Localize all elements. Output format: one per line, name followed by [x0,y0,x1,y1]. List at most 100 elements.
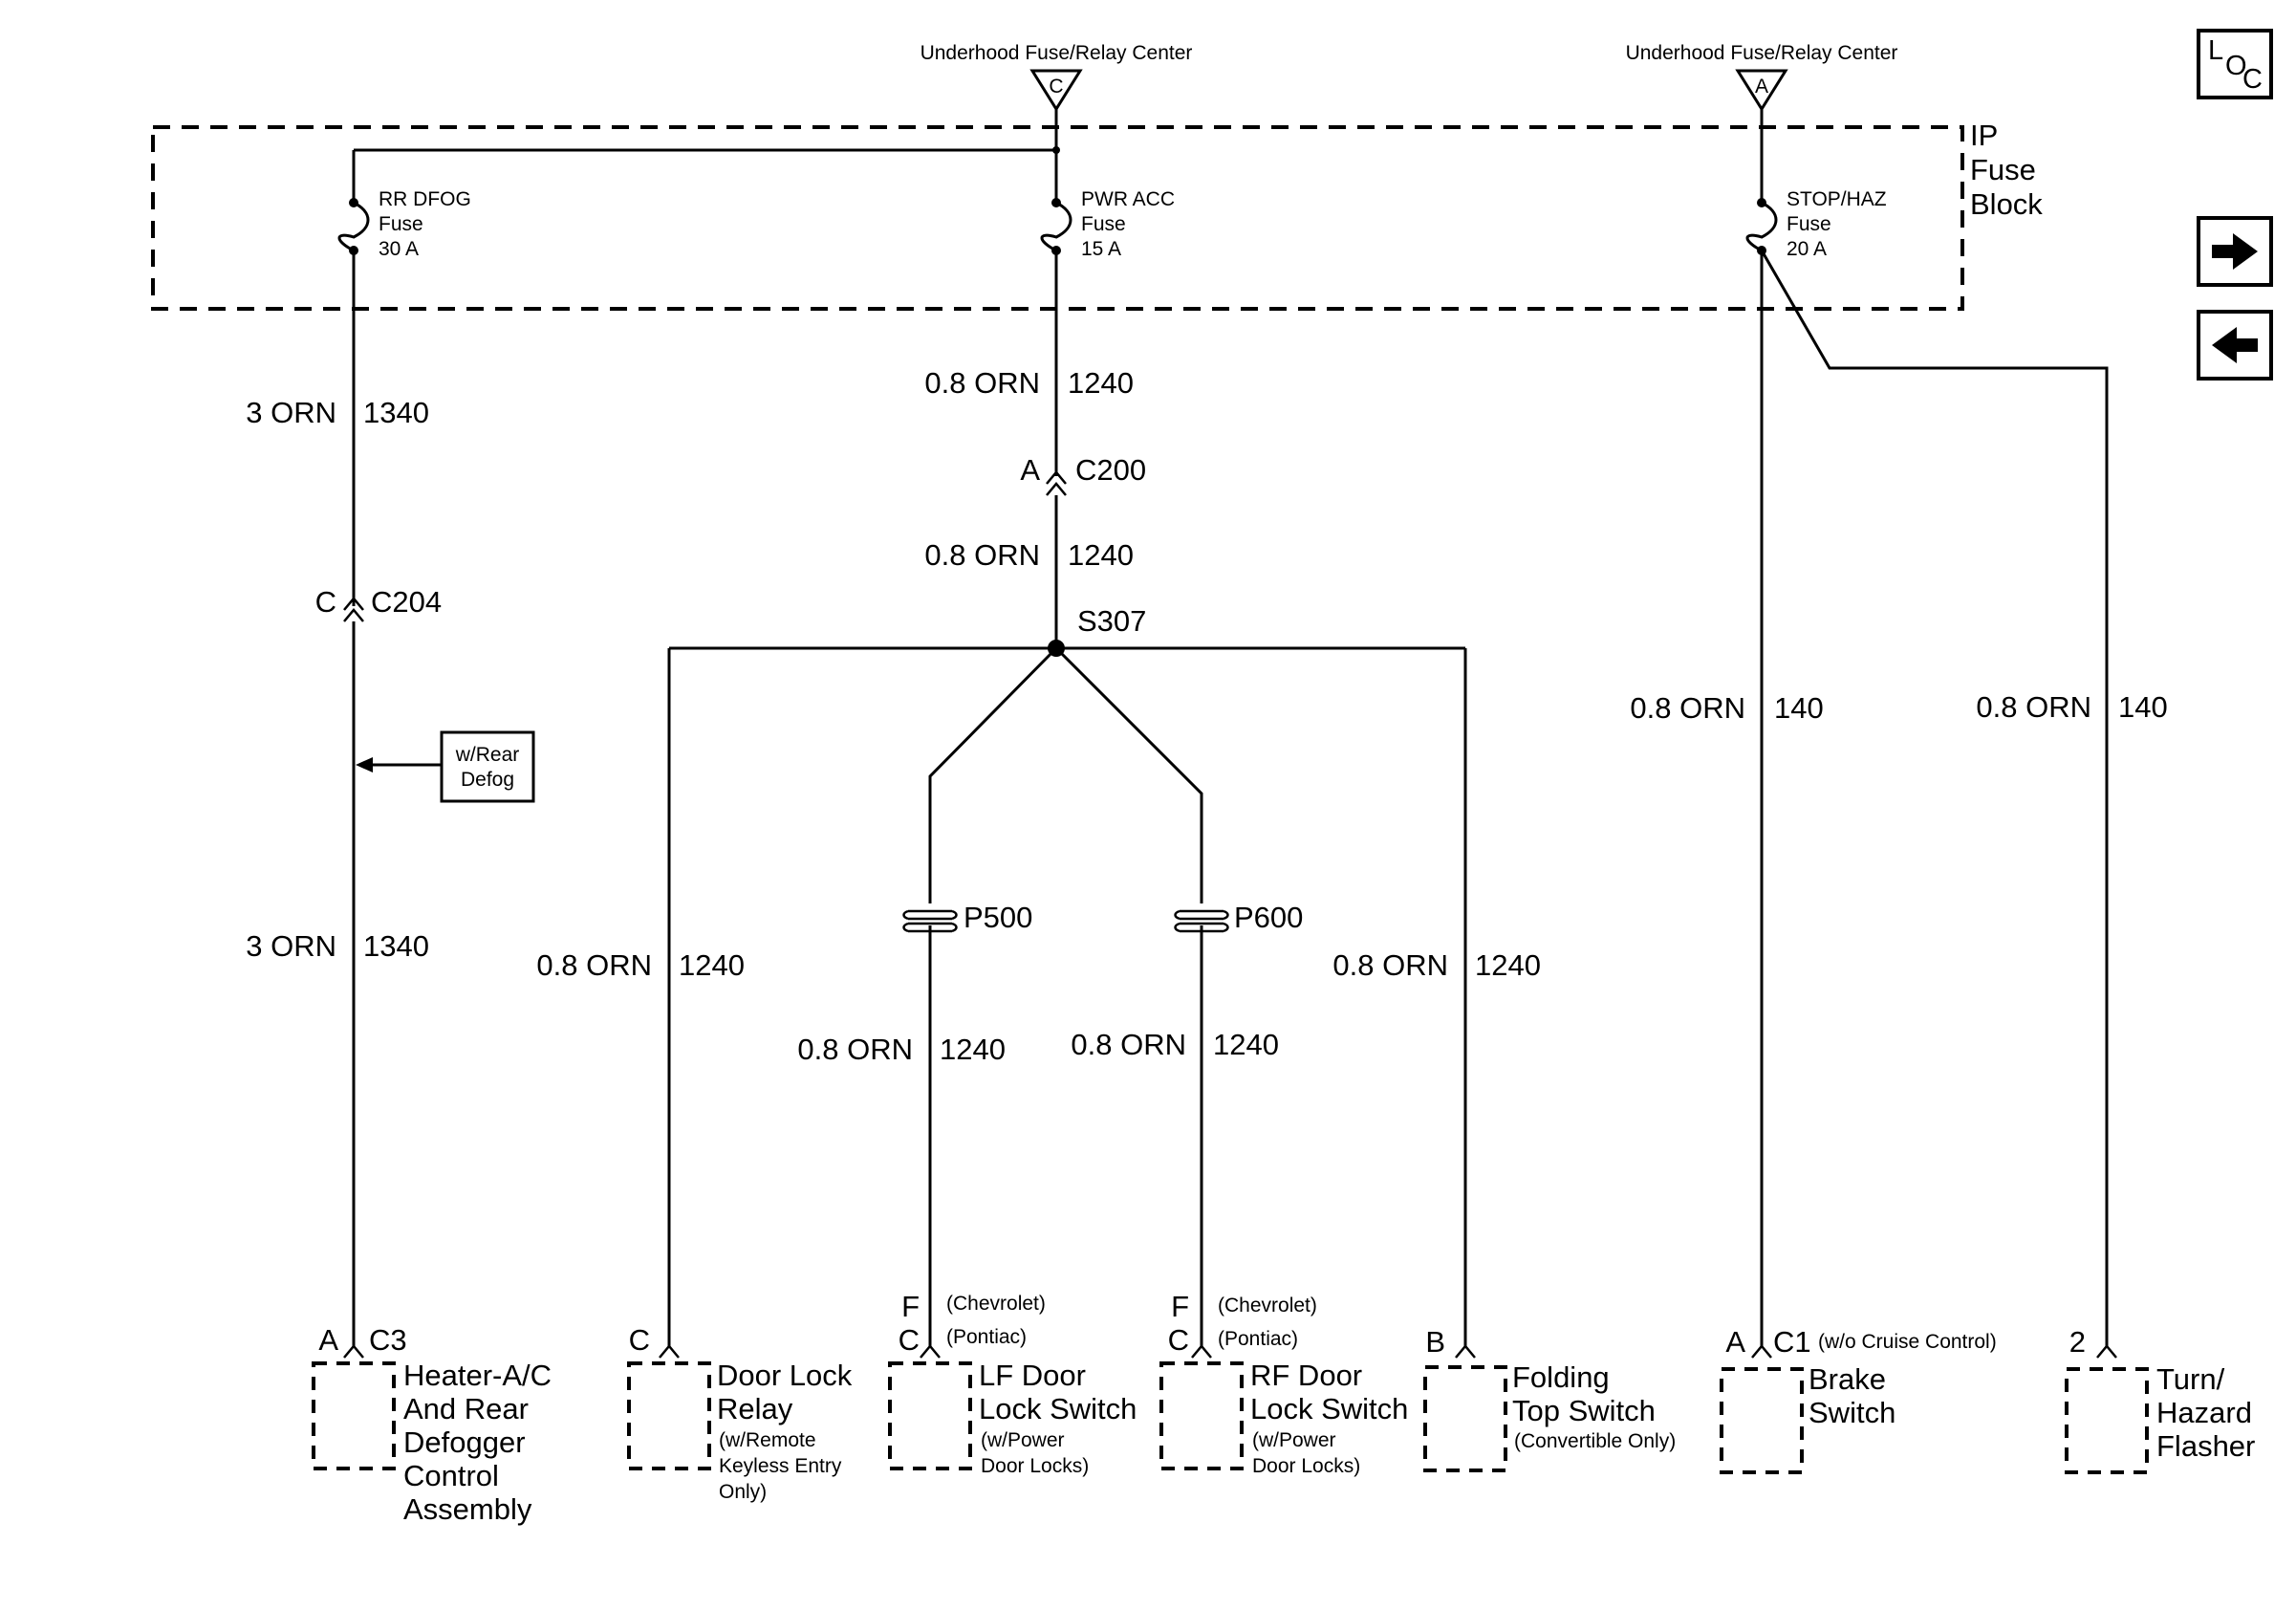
component-note: (Convertible Only) [1514,1430,1676,1452]
source-label: Underhood Fuse/Relay Center [1626,42,1898,64]
wire-gauge-label: 0.8 ORN [924,538,1040,572]
fuse-pwr-acc: PWR ACC Fuse 15 A [1040,150,1175,260]
connector-p500: P500 [902,901,1032,1348]
variant-label: (Chevrolet) [1218,1295,1317,1316]
component-label: Defogger [403,1425,526,1459]
loc-letter: L [2208,35,2223,66]
location-icon[interactable]: L O C [2197,29,2273,99]
component-pin: 2 [2069,1325,2086,1359]
wire-circuit-label: 1240 [1475,948,1541,982]
component-pin-pontiac: C [899,1323,920,1357]
connector-name: P600 [1234,901,1303,934]
component-door-lock-relay: C Door Lock Relay (w/Remote Keyless Entr… [627,1323,853,1503]
connector-c204: C C204 [315,585,442,622]
component-label: Control [403,1459,499,1492]
component-pin: A [1725,1325,1745,1359]
component-note: (w/Remote [719,1429,816,1451]
option-note-text: w/Rear [455,744,520,766]
wire-circuit-label: 1240 [1068,366,1134,400]
wire-circuit-label: 140 [1774,691,1824,725]
connector-pin: A [1020,453,1040,487]
wire-circuit-label: 140 [2118,690,2168,724]
component-label: Heater-A/C [403,1359,552,1392]
component-rf-door-lock-switch: F C (Chevrolet) (Pontiac) RF Door Lock S… [1159,1290,1408,1477]
wire-gauge-label: 3 ORN [246,396,336,429]
component-turn-hazard-flasher: 2 Turn/ Hazard Flasher [2065,1325,2255,1474]
connector-p600: P600 [1174,901,1303,1348]
wire-gauge-label: 0.8 ORN [536,948,652,982]
connector-name: C200 [1075,453,1146,487]
component-brake-switch: A C1 (w/o Cruise Control) Brake Switch [1720,1325,1997,1474]
fuse-name: STOP/HAZ [1787,188,1887,210]
connector-name: C204 [371,585,442,619]
component-pin: C [629,1323,650,1357]
fuse-type: Fuse [1081,213,1126,235]
component-note: Door Locks) [981,1455,1089,1477]
variant-label: (Pontiac) [1218,1328,1298,1350]
loc-letter: O [2225,51,2247,81]
wire-140-flasher [1760,250,2109,1348]
fuse-rating: 30 A [379,238,419,260]
wire-gauge-label: 0.8 ORN [1976,690,2091,724]
component-label: LF Door [979,1359,1086,1392]
component-note: Only) [719,1481,767,1503]
splice-s307: S307 [667,604,1467,1348]
component-label: RF Door [1250,1359,1362,1392]
splice-label: S307 [1077,604,1146,638]
wire-gauge-label: 3 ORN [246,929,336,963]
component-label: Top Switch [1512,1394,1656,1427]
component-pin: B [1425,1325,1445,1359]
component-connector: C1 [1773,1325,1811,1359]
source-underhood-c: Underhood Fuse/Relay Center C [921,42,1193,112]
component-label: Brake [1809,1362,1886,1396]
source-underhood-a: Underhood Fuse/Relay Center A [1626,42,1898,112]
component-label: Turn/ [2156,1362,2225,1396]
fuse-stop-haz: STOP/HAZ Fuse 20 A [1745,109,1887,260]
source-label: Underhood Fuse/Relay Center [921,42,1193,64]
connector-name: P500 [964,901,1032,934]
component-label: Switch [1809,1396,1895,1429]
wire-gauge-label: 0.8 ORN [1071,1028,1186,1061]
wire-circuit-label: 1240 [1068,538,1134,572]
bus-wire [352,109,1058,203]
component-label: Lock Switch [979,1392,1137,1425]
wire-circuit-label: 1240 [940,1033,1006,1066]
component-label: Folding [1512,1360,1610,1394]
component-folding-top-switch: B Folding Top Switch (Convertible Only) [1423,1325,1676,1472]
fuse-name: PWR ACC [1081,188,1175,210]
variant-label: (Chevrolet) [946,1293,1046,1315]
component-pin-chevrolet: F [901,1290,920,1323]
option-note-text: Defog [461,769,514,791]
component-label: Assembly [403,1492,532,1526]
component-connector: C3 [369,1323,407,1357]
component-pin-pontiac: C [1168,1323,1189,1357]
component-label: Hazard [2156,1396,2252,1429]
wire-gauge-label: 0.8 ORN [1332,948,1448,982]
component-label: Door Lock [717,1359,853,1392]
fuse-block-label: IP [1970,119,1998,152]
component-label: And Rear [403,1392,529,1425]
fuse-type: Fuse [379,213,423,235]
arrow-left-icon[interactable] [2197,310,2273,381]
connector-c200: A C200 [1020,453,1146,496]
wire-circuit-label: 1340 [363,396,429,429]
component-pin: A [318,1323,338,1357]
fuse-block-label: Fuse [1970,153,2036,186]
component-connector-note: (w/o Cruise Control) [1818,1331,1997,1353]
component-note: (w/Power [1252,1429,1336,1451]
option-note-rear-defog: w/Rear Defog [356,730,535,803]
wire-circuit-label: 1240 [679,948,745,982]
component-note: Keyless Entry [719,1455,842,1477]
variant-label: (Pontiac) [946,1326,1027,1348]
component-lf-door-lock-switch: F C (Chevrolet) (Pontiac) LF Door Lock S… [888,1290,1137,1477]
wire-circuit-label: 1340 [363,929,429,963]
component-note: Door Locks) [1252,1455,1360,1477]
arrow-right-icon[interactable] [2197,216,2273,287]
component-pin-chevrolet: F [1171,1290,1189,1323]
fuse-rr-dfog: RR DFOG Fuse 30 A [337,188,471,260]
component-note: (w/Power [981,1429,1065,1451]
component-heater-ac-defogger: A C3 Heater-A/C And Rear Defogger Contro… [312,1323,552,1526]
wire-circuit-label: 1240 [1213,1028,1279,1061]
component-label: Lock Switch [1250,1392,1408,1425]
